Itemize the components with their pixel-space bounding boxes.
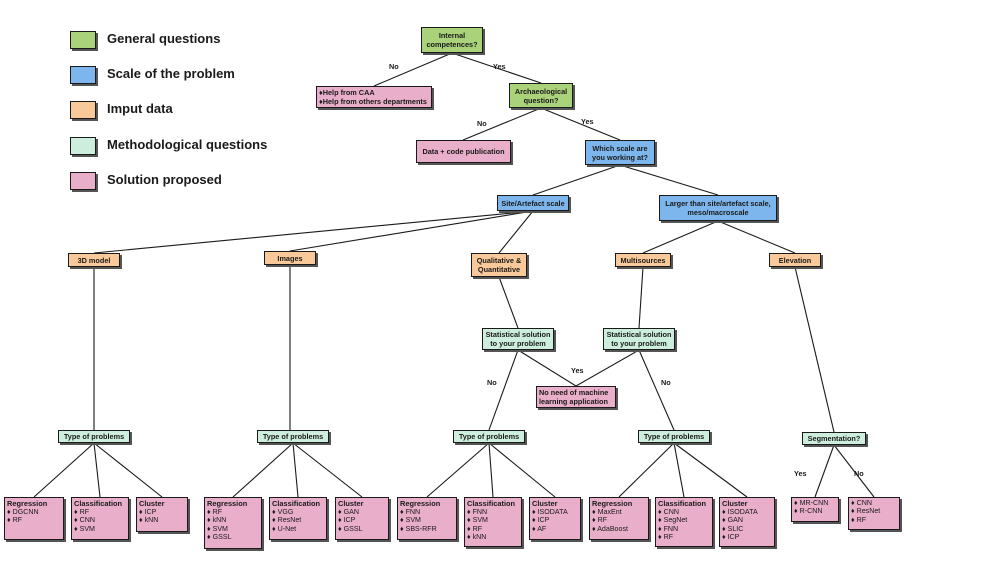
legend-swatch-solution [70, 172, 96, 190]
edge-site-to-3d [93, 210, 534, 254]
edge-label-yes-segmentation: Yes [794, 469, 807, 478]
edge-scale-to-larger [619, 164, 719, 196]
solution-regression-qual: Regression ♦ FNN ♦ SVM ♦ SBS-RFR [397, 497, 457, 540]
edge-label-no-data: No [477, 119, 487, 128]
solution-classification-multi: Classification ♦ CNN ♦ SegNet ♦ FNN ♦ RF [655, 497, 713, 547]
solution-regression-images: Regression ♦ RF ♦ kNN ♦ SVM ♦ GSSL [204, 497, 262, 549]
legend-swatch-input [70, 101, 96, 119]
edge-types3-to-regression [426, 442, 490, 498]
solution-classification-3d: Classification ♦ RF ♦ CNN ♦ SVM [71, 497, 129, 540]
node-qualitative-quantitative: Qualitative &Quantitative [471, 253, 527, 277]
edge-types3-to-classification [488, 442, 494, 498]
node-site-artefact-scale: Site/Artefact scale [497, 195, 569, 211]
legend-label-scale: Scale of the problem [107, 66, 235, 81]
node-type-of-problems-2: Type of problems [257, 430, 329, 443]
edge-site-to-qual [498, 210, 534, 254]
edge-types4-to-cluster [673, 442, 748, 498]
edge-seg-to-no [833, 444, 875, 498]
edge-seg-to-yes [814, 444, 835, 498]
solution-classification-qual: Classification ♦ FNN ♦ SVM ♦ RF ♦ kNN [464, 497, 522, 547]
edge-types1-to-cluster [93, 442, 163, 498]
solution-cluster-3d: Cluster ♦ ICP ♦ kNN [136, 497, 188, 532]
node-segmentation: Segmentation? [802, 432, 866, 445]
edge-scale-to-site [532, 164, 621, 196]
solution-segmentation-yes: ♦ MR-CNN ♦ R-CNN [791, 497, 839, 522]
edge-larger-to-elevation [717, 220, 796, 254]
edge-label-yes-no-need: Yes [571, 366, 584, 375]
edge-types3-to-cluster [488, 442, 556, 498]
edge-stat1-to-noneed [517, 349, 577, 387]
edge-site-to-images [289, 210, 534, 252]
legend-label-solution: Solution proposed [107, 172, 222, 187]
edge-types1-to-regression [33, 442, 95, 498]
edge-internal-to-archaeological [451, 52, 542, 84]
edge-types4-to-regression [618, 442, 675, 498]
solution-regression-3d: Regression ♦ DGCNN ♦ RF [4, 497, 64, 540]
legend-swatch-scale [70, 66, 96, 84]
edge-stat2-to-types [638, 349, 675, 431]
edge-types2-to-classification [292, 442, 299, 498]
edge-label-yes-archaeological: Yes [493, 62, 506, 71]
solution-regression-multi: Regression ♦ MaxEnt ♦ RF ♦ AdaBoost [589, 497, 649, 540]
edge-qual-to-stat [498, 276, 519, 329]
legend-label-general: General questions [107, 31, 221, 46]
edge-archaeological-to-data [462, 107, 542, 141]
edge-label-no-segmentation: No [854, 469, 864, 478]
edge-label-no-caa: No [389, 62, 399, 71]
edge-multi-to-stat [638, 266, 644, 329]
edge-label-no-stat2: No [661, 378, 671, 387]
node-help-from-caa: ♦Help from CAA♦Help from others departme… [316, 86, 432, 108]
legend-label-input: Imput data [107, 101, 173, 116]
node-type-of-problems-1: Type of problems [58, 430, 130, 443]
node-multisources: Multisources [615, 253, 671, 267]
edge-types4-to-classification [673, 442, 685, 498]
edge-types2-to-cluster [292, 442, 363, 498]
edge-label-yes-scale: Yes [581, 117, 594, 126]
solution-cluster-images: Cluster ♦ GAN ♦ ICP ♦ GSSL [335, 497, 389, 540]
solution-cluster-qual: Cluster ♦ ISODATA ♦ ICP ♦ AF [529, 497, 581, 540]
node-type-of-problems-4: Type of problems [638, 430, 710, 443]
solution-segmentation-no: ♦ CNN ♦ ResNet ♦ RF [848, 497, 900, 530]
edge-elevation-to-seg [794, 266, 835, 433]
edge-types2-to-regression [232, 442, 294, 498]
node-3d-model: 3D model [68, 253, 120, 267]
node-images: Images [264, 251, 316, 265]
node-type-of-problems-3: Type of problems [453, 430, 525, 443]
solution-cluster-multi: Cluster ♦ ISODATA ♦ GAN ♦ SLIC ♦ ICP [719, 497, 775, 547]
legend-swatch-general [70, 31, 96, 49]
legend-swatch-method [70, 137, 96, 155]
node-elevation: Elevation [769, 253, 821, 267]
node-larger-than-site-scale: Larger than site/artefact scale,meso/mac… [659, 195, 777, 221]
node-data-code-publication: Data + code publication [416, 140, 511, 163]
edge-archaeological-to-scale [540, 107, 621, 141]
edge-internal-to-caa [373, 52, 453, 87]
edge-label-no-stat1: No [487, 378, 497, 387]
legend-label-method: Methodological questions [107, 137, 268, 152]
edge-types1-to-classification [93, 442, 101, 498]
edge-stat1-to-types [488, 349, 519, 431]
edge-larger-to-multi [642, 220, 719, 254]
edge-stat2-to-noneed [575, 349, 640, 387]
solution-classification-images: Classification ♦ VGG ♦ ResNet ♦ U-Net [269, 497, 327, 540]
